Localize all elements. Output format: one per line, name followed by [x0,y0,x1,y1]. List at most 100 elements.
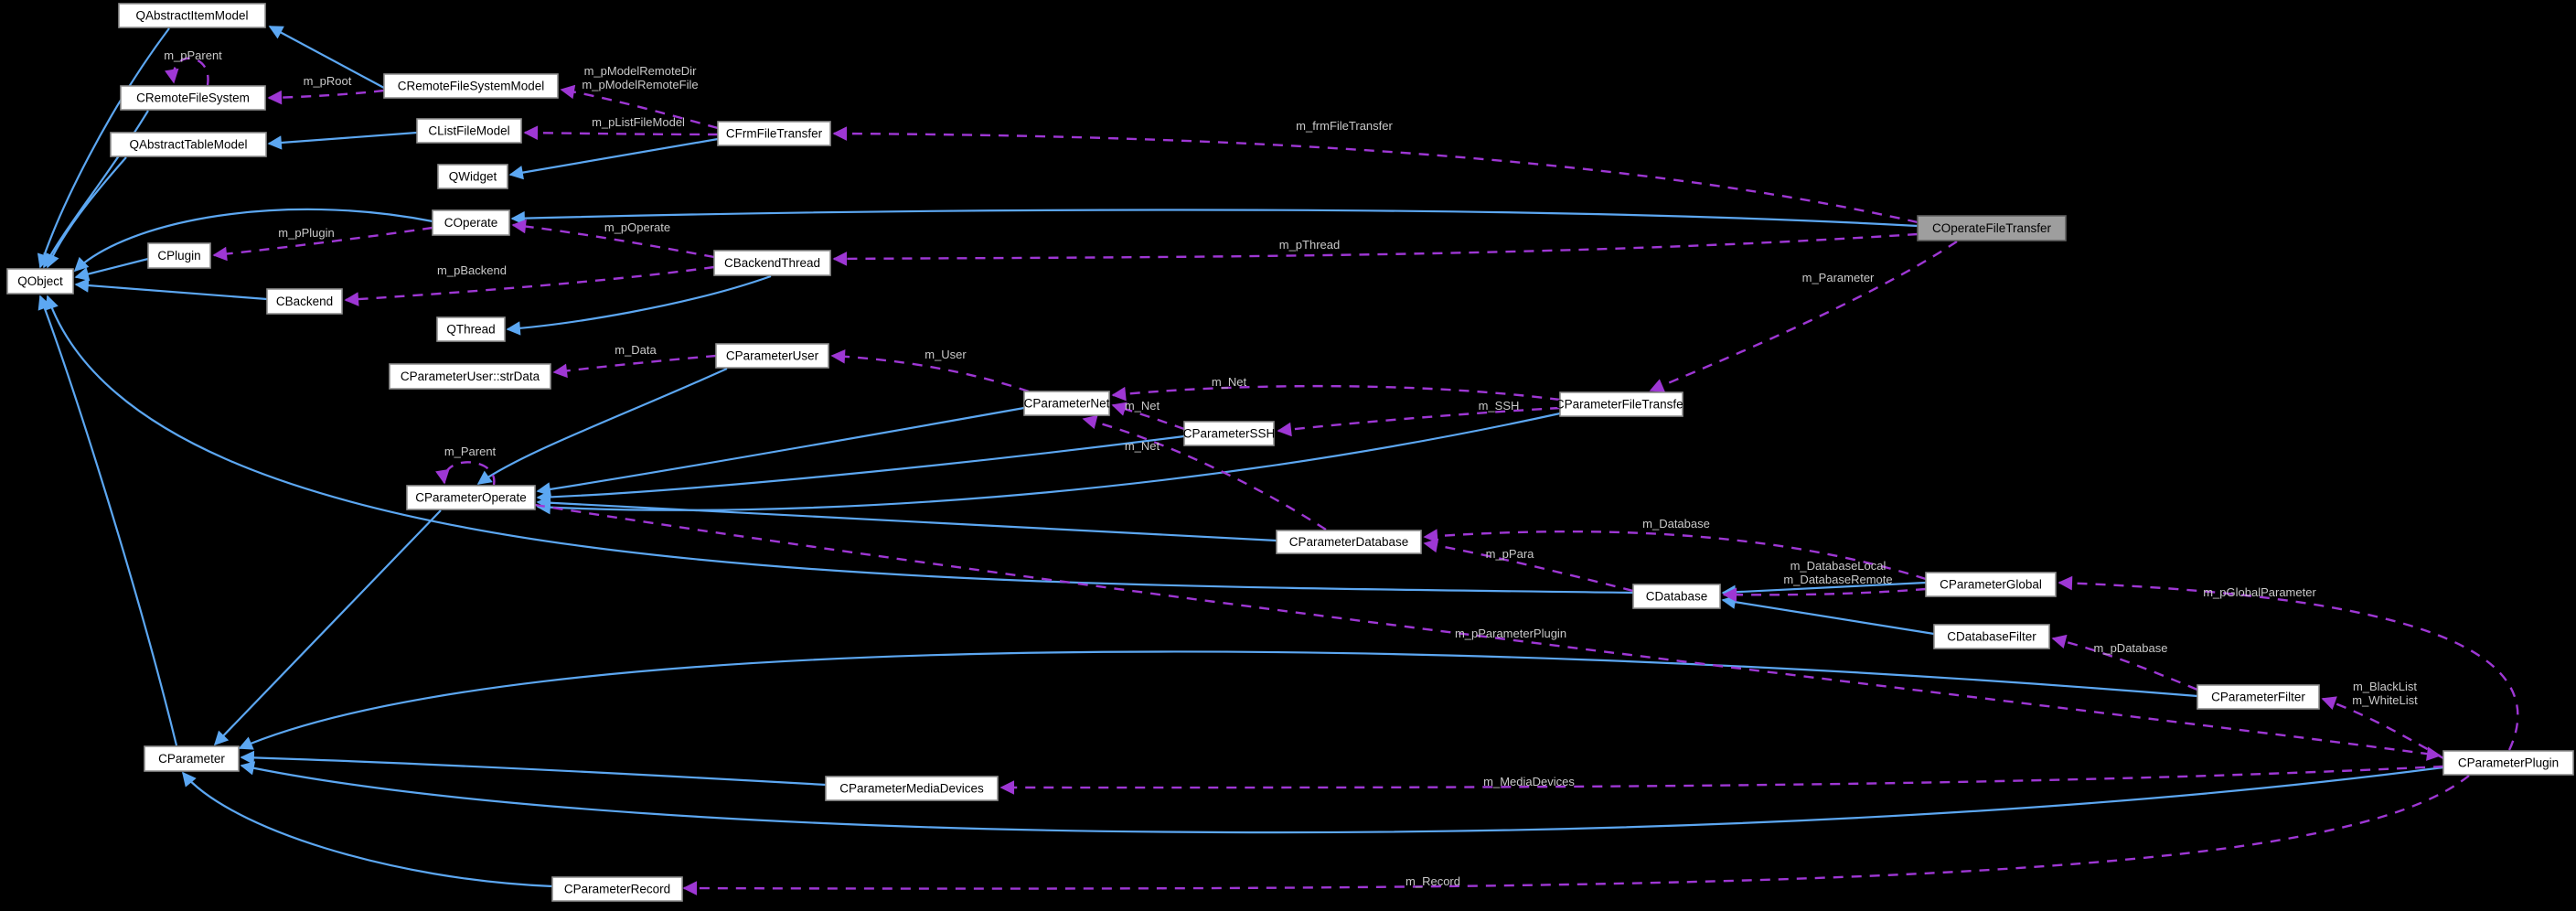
edge-COperate-to-CPlugin [212,226,433,262]
edge-label-m_MediaDevices: m_MediaDevices [1483,775,1575,788]
edge-CParameterFileTransfer-to-CParameterOperate [536,412,1561,515]
edge-label-m_pListFileModel: m_pListFileModel [592,115,685,129]
node-box-CParameter[interactable] [144,745,240,772]
node-CFrmFileTransfer[interactable]: CFrmFileTransfer [717,121,831,146]
node-label-CParameterFilter: CParameterFilter [2211,691,2305,704]
node-CParameterRecord[interactable]: CParameterRecord [551,876,683,902]
edge-CRemoteFileSystem-to-CRemoteFileSystem [165,57,209,86]
node-label-CDatabaseFilter: CDatabaseFilter [1947,630,2036,644]
node-label-CParameterRecord: CParameterRecord [564,883,670,896]
node-box-CPlugin[interactable] [147,242,211,269]
node-QAbstractItemModel[interactable]: QAbstractItemModel [118,3,266,28]
node-CParameterFilter[interactable]: CParameterFilter [2197,684,2320,710]
node-label-CParameterOperate: CParameterOperate [415,491,527,505]
node-QObject[interactable]: QObject [6,268,74,295]
edge-CFrmFileTransfer-to-CListFileModel [523,125,719,141]
node-CParameterPlugin[interactable]: CParameterPlugin [2442,750,2574,776]
node-CParameterMediaDevices[interactable]: CParameterMediaDevices [825,776,999,801]
node-COperate[interactable]: COperate [432,209,510,236]
node-CParameter[interactable]: CParameter [144,745,240,772]
node-CParameterUser[interactable]: CParameterUser [715,343,829,369]
node-QThread[interactable]: QThread [436,316,506,342]
node-label-CParameterUser: CParameterUser [726,349,819,363]
node-box-CRemoteFileSystemModel[interactable] [383,73,559,99]
edge-CDatabase-to-CParameterDatabase [1423,538,1634,593]
node-box-CDatabaseFilter[interactable] [1933,624,2050,649]
node-box-CParameterDatabase[interactable] [1276,530,1422,554]
node-box-COperateFileTransfer[interactable] [1917,215,2067,241]
node-label-COperateFileTransfer: COperateFileTransfer [1932,221,2052,235]
node-label-CPlugin: CPlugin [157,249,200,263]
node-label-CRemoteFileSystemModel: CRemoteFileSystemModel [398,80,545,93]
node-box-CParameterRecord[interactable] [551,876,683,902]
edge-CDatabaseFilter-to-CDatabase [1721,595,1935,636]
node-CPlugin[interactable]: CPlugin [147,242,211,269]
edge-label-m_pThread: m_pThread [1279,238,1340,252]
node-box-QAbstractItemModel[interactable] [118,3,266,28]
node-box-QAbstractTableModel[interactable] [110,132,267,157]
edge-label-m_WhiteList: m_WhiteList [2352,693,2418,707]
edge-label-m_pBackend: m_pBackend [437,263,507,277]
node-QAbstractTableModel[interactable]: QAbstractTableModel [110,132,267,157]
node-QWidget[interactable]: QWidget [437,164,508,189]
node-COperateFileTransfer[interactable]: COperateFileTransfer [1917,215,2067,241]
node-CBackendThread[interactable]: CBackendThread [713,250,831,276]
node-box-CListFileModel[interactable] [416,118,522,144]
node-label-CParameterMediaDevices: CParameterMediaDevices [839,782,984,796]
edge-CRemoteFileSystemModel-to-CRemoteFileSystem [267,89,385,105]
edge-label-m_Parent: m_Parent [444,445,497,458]
node-box-COperate[interactable] [432,209,510,236]
edge-CParameterDatabase-to-CParameterOperate [536,495,1277,542]
node-box-CParameterOperate[interactable] [406,485,536,510]
node-CParameterSSH[interactable]: CParameterSSH [1183,421,1276,446]
node-CParameterGlobal[interactable]: CParameterGlobal [1925,572,2057,597]
node-box-QWidget[interactable] [437,164,508,189]
node-box-CParameterUser[interactable] [715,343,829,369]
node-CParameterNet[interactable]: CParameterNet [1023,391,1110,416]
node-box-CRemoteFileSystem[interactable] [120,85,266,111]
edge-CParameterSSH-to-CParameterOperate [536,434,1185,505]
edge-COperateFileTransfer-to-CFrmFileTransfer [832,126,1919,224]
edge-label-m_BlackList: m_BlackList [2353,680,2417,693]
node-box-CFrmFileTransfer[interactable] [717,121,831,146]
node-box-CBackendThread[interactable] [713,250,831,276]
node-box-CParameterGlobal[interactable] [1925,572,2057,597]
node-label-QObject: QObject [17,274,63,288]
edge-CParameterFilter-to-CDatabaseFilter [2051,634,2198,691]
node-CDatabase[interactable]: CDatabase [1632,584,1721,609]
node-CParameterOperate[interactable]: CParameterOperate [406,485,536,510]
node-box-CBackend[interactable] [266,288,343,315]
node-box-CParameterMediaDevices[interactable] [825,776,999,801]
edge-label-m_pModelRemoteFile: m_pModelRemoteFile [582,78,698,91]
node-box-CParameterFilter[interactable] [2197,684,2320,710]
node-CListFileModel[interactable]: CListFileModel [416,118,522,144]
node-box-CParameterUserStrData[interactable] [389,363,551,390]
edge-CDatabase-to-QObject [45,295,1634,595]
node-box-CParameterSSH[interactable] [1183,421,1275,446]
edge-label-m_pModelRemoteDir: m_pModelRemoteDir [584,64,697,78]
node-CRemoteFileSystem[interactable]: CRemoteFileSystem [120,85,266,111]
node-box-QObject[interactable] [6,268,74,295]
node-label-CRemoteFileSystem: CRemoteFileSystem [136,91,250,105]
node-label-CParameterPlugin: CParameterPlugin [2458,756,2559,770]
node-box-QThread[interactable] [436,316,506,342]
node-CDatabaseFilter[interactable]: CDatabaseFilter [1933,624,2050,649]
node-CBackend[interactable]: CBackend [266,288,343,315]
edge-COperateFileTransfer-to-CBackendThread [832,232,1919,266]
node-CParameterUserStrData[interactable]: CParameterUser::strData [389,363,551,390]
edge-CParameterPlugin-to-CParameter [240,761,2444,834]
edge-CRemoteFileSystemModel-to-QAbstractItemModel [268,26,385,89]
edge-CParameterUser-to-CParameterOperate [476,367,728,485]
node-label-CFrmFileTransfer: CFrmFileTransfer [726,127,823,141]
edge-COperateFileTransfer-to-CParameterFileTransfer [1649,240,1958,392]
nodes-layer: QAbstractItemModelCRemoteFileSystemQAbst… [6,3,2574,902]
node-box-CParameterPlugin[interactable] [2442,750,2574,776]
node-CParameterDatabase[interactable]: CParameterDatabase [1276,530,1422,554]
node-CRemoteFileSystemModel[interactable]: CRemoteFileSystemModel [383,73,559,99]
node-box-CDatabase[interactable] [1632,584,1721,609]
node-label-CParameterUserStrData: CParameterUser::strData [401,370,540,383]
edge-CParameterSSH-to-CParameterNet [1111,402,1185,431]
node-box-CParameterNet[interactable] [1023,391,1110,416]
node-box-CParameterFileTransfer[interactable] [1559,391,1683,417]
node-CParameterFileTransfer[interactable]: CParameterFileTransfer [1555,391,1688,417]
